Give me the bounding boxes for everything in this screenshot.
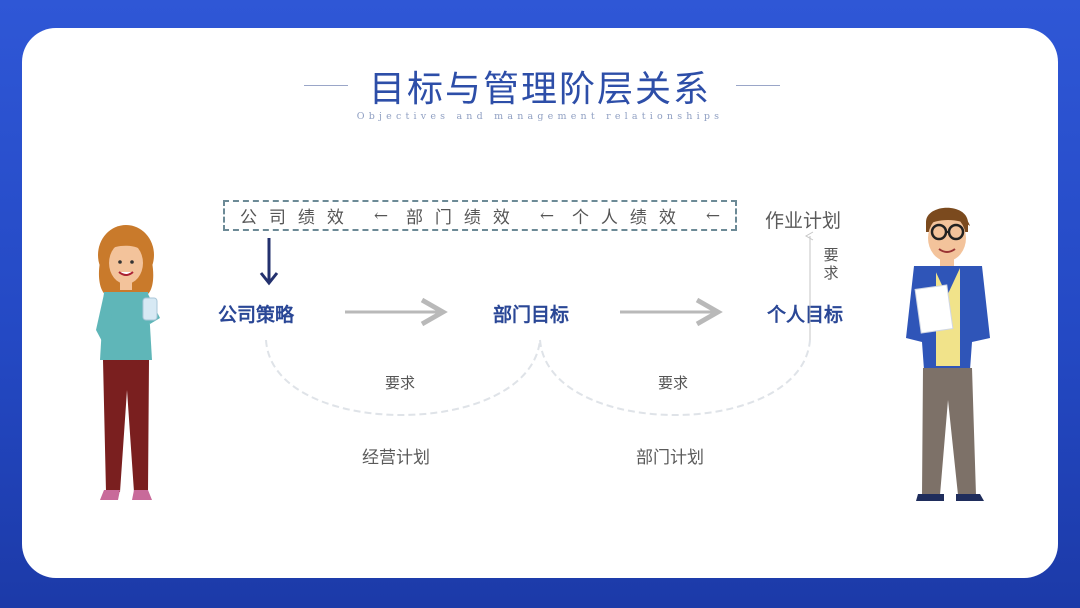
down-arrow-icon xyxy=(261,238,277,283)
woman-illustration xyxy=(96,225,160,500)
man-illustration xyxy=(906,208,990,501)
dept-plan-arc xyxy=(540,340,810,415)
business-plan-arc xyxy=(266,340,540,415)
